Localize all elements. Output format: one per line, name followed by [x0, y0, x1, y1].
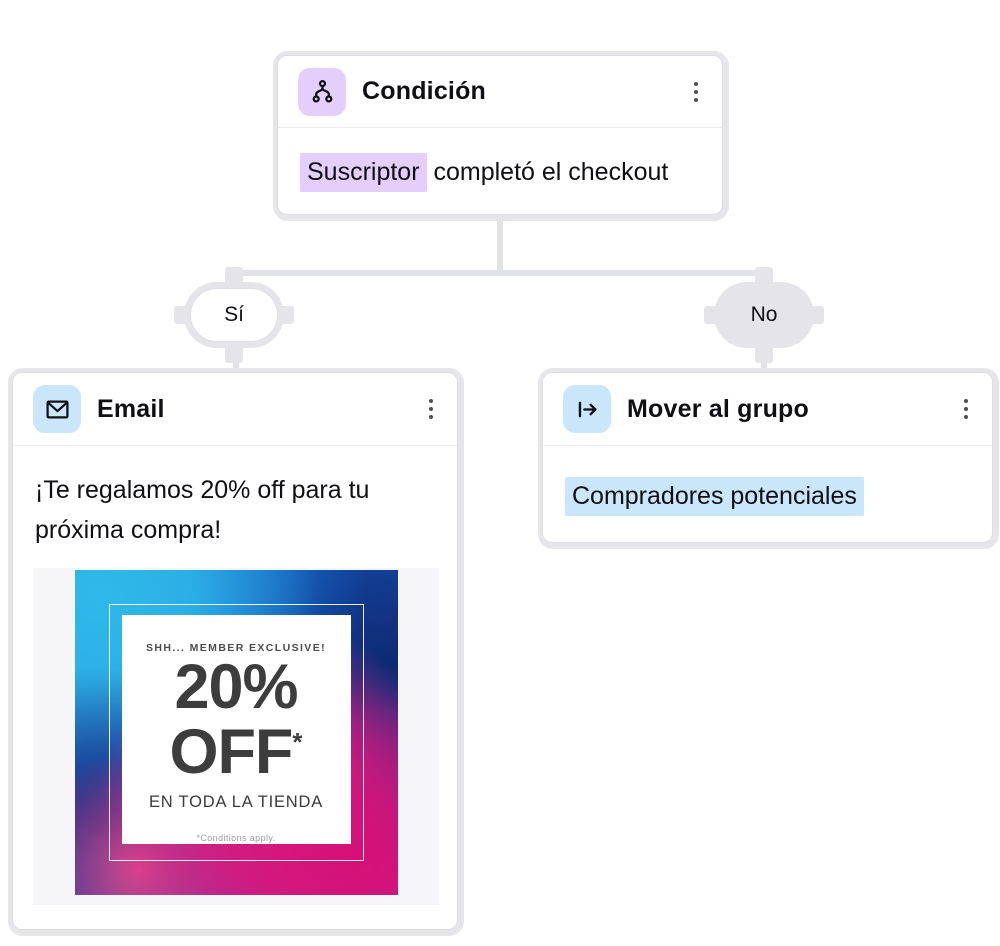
split-icon: [298, 67, 346, 116]
email-title: Email: [97, 394, 165, 423]
condition-subject-highlight: Suscriptor: [300, 153, 427, 192]
branch-yes-label: Sí: [190, 288, 278, 342]
email-card-header: Email: [13, 373, 457, 446]
promo-subline: EN TODA LA TIENDA: [148, 793, 324, 811]
condition-summary: Suscriptor completó el checkout: [278, 128, 722, 214]
move-group-card-header: Mover al grupo: [543, 373, 992, 446]
promo-panel: SHH... MEMBER EXCLUSIVE! 20%OFF* EN TODA…: [121, 615, 351, 844]
promo-eyebrow: SHH... MEMBER EXCLUSIVE!: [145, 642, 327, 654]
promo-frame: [108, 604, 364, 861]
move-to-group-icon: [563, 385, 611, 433]
connector-condition-down: [497, 219, 503, 274]
condition-card-header: Condición: [278, 56, 722, 128]
promo-fineprint: *Conditions apply.: [196, 833, 276, 843]
move-group-node-card[interactable]: Mover al grupo Compradores potenciales: [542, 372, 993, 543]
branch-no-label: No: [720, 288, 808, 342]
kebab-menu-icon[interactable]: [960, 393, 972, 425]
promo-headline: 20%OFF*: [169, 652, 303, 787]
move-group-summary: Compradores potenciales: [543, 446, 992, 542]
email-subject-text: ¡Te regalamos 20% off para tu próxima co…: [35, 476, 370, 544]
email-icon: [33, 385, 81, 433]
connector-branch-horizontal: [233, 270, 767, 276]
kebab-menu-icon[interactable]: [425, 393, 437, 425]
group-name-highlight: Compradores potenciales: [565, 477, 864, 516]
condition-node-card[interactable]: Condición Suscriptor completó el checkou…: [277, 55, 723, 215]
kebab-menu-icon[interactable]: [690, 76, 702, 108]
condition-summary-text: completó el checkout: [426, 158, 669, 186]
promo-image: SHH... MEMBER EXCLUSIVE! 20%OFF* EN TODA…: [74, 570, 398, 895]
move-group-title: Mover al grupo: [627, 394, 809, 423]
email-node-card[interactable]: Email ¡Te regalamos 20% off para tu próx…: [12, 372, 458, 930]
email-preview: SHH... MEMBER EXCLUSIVE! 20%OFF* EN TODA…: [33, 568, 439, 905]
condition-title: Condición: [362, 77, 487, 105]
